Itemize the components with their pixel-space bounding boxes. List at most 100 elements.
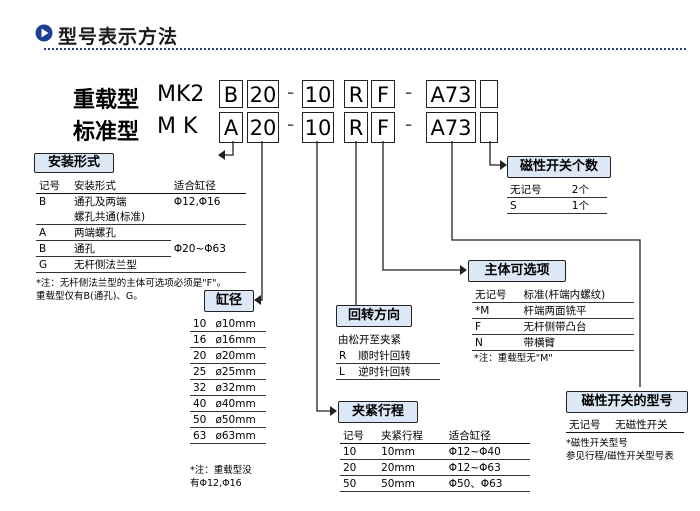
table-cell: *M (472, 302, 521, 319)
arrow-right-icon (330, 406, 337, 416)
table-cell: 20mm (378, 459, 446, 476)
table-cell: 无记号 (472, 287, 521, 303)
table-header: 安装形式 (70, 178, 171, 194)
table-cell (36, 209, 71, 225)
table-cell: 10 (190, 316, 213, 332)
table-cell: 标准(杆端内螺纹) (520, 287, 634, 303)
table-cell: 无记号 (507, 182, 569, 198)
dash: - (287, 80, 295, 104)
code-stroke-heavy: 10 (302, 80, 334, 108)
table-cell: 50 (340, 475, 379, 492)
table-cell: ø50mm (212, 411, 266, 428)
arrow-right-icon (460, 265, 467, 275)
table-cell: 32 (190, 379, 213, 396)
table-cell: Φ12,Φ16 (173, 195, 221, 208)
table-cell: 杆端两面铣平 (520, 302, 634, 319)
table-header: 夹紧行程 (378, 428, 446, 444)
dash: - (405, 112, 413, 136)
table-cell: R (336, 348, 356, 364)
table-cell: Φ20~Φ63 (170, 224, 246, 273)
table-cell: ø63mm (212, 427, 266, 444)
table-cell: 通孔及两端 (73, 196, 127, 208)
code-body-option-heavy: F (371, 80, 395, 108)
bore-note-1: *注：重载型没 (190, 465, 252, 476)
table-cell: ø20mm (212, 347, 266, 364)
bore-title: 缸径 (204, 290, 254, 312)
rotation-title: 回转方向 (336, 305, 412, 327)
table-cell: ø10mm (212, 316, 266, 332)
body-option-title: 主体可选项 (468, 260, 566, 282)
table-cell: 逆时针回转 (355, 363, 440, 380)
code-switch-count-standard (480, 112, 498, 143)
table-cell: 25 (190, 363, 213, 380)
table-cell: 10mm (378, 443, 446, 460)
standard-label: 标准型 (73, 120, 140, 145)
table-cell: G (36, 256, 71, 273)
table-cell: Φ50、Φ63 (445, 475, 530, 492)
code-rotation-standard: R (344, 112, 368, 143)
table-cell: ø40mm (212, 395, 266, 412)
table-cell: Φ12~Φ40 (445, 443, 530, 460)
switch-count-title: 磁性开关个数 (507, 156, 611, 178)
table-header: 适合缸径 (170, 178, 246, 194)
bore-note-2: 有Φ12,Φ16 (190, 478, 242, 489)
code-switch-count-heavy (480, 80, 498, 108)
code-mount-standard: A (219, 112, 243, 143)
table-cell: N (472, 334, 521, 351)
table-header: 适合缸径 (445, 428, 530, 444)
standard-prefix: M K (157, 114, 198, 139)
table-cell: 无杆侧带凸台 (520, 318, 634, 335)
table-cell: Φ12~Φ63 (445, 459, 530, 476)
rotation-subtitle: 由松开至夹紧 (338, 334, 401, 346)
body-option-note: *注：重载型无"M" (474, 353, 553, 364)
table-header: 记号 (340, 428, 379, 444)
table-cell: 螺孔共通(标准) (70, 209, 171, 225)
table-cell: 50 (190, 411, 213, 428)
header-divider (44, 48, 686, 50)
switch-model-note-1: *磁性开关型号 (566, 438, 628, 449)
dash: - (287, 112, 295, 136)
table-cell: 通孔 (70, 240, 171, 257)
arrow-right-icon (218, 150, 225, 160)
mount-title: 安装形式 (34, 153, 114, 173)
heavy-duty-label: 重载型 (73, 88, 140, 113)
mount-note-1: *注：无杆侧法兰型的主体可选项必须是"F"。 (36, 278, 226, 289)
table-cell: L (336, 363, 356, 380)
table-cell: ø32mm (212, 379, 266, 396)
table-cell: 两端螺孔 (70, 224, 171, 241)
switch-model-note-2: 参见行程/磁性开关型号表 (566, 451, 674, 462)
table-header: 记号 (36, 178, 71, 194)
table-cell (170, 209, 246, 225)
table-cell: 16 (190, 331, 213, 348)
code-stroke-standard: 10 (302, 112, 334, 143)
table-cell: 无杆侧法兰型 (70, 256, 171, 273)
stroke-title: 夹紧行程 (338, 401, 418, 423)
dash: - (405, 80, 413, 104)
table-cell: 无磁性开关 (612, 417, 684, 433)
code-switch-standard: A73 (426, 112, 476, 143)
table-cell: 带横臂 (520, 334, 634, 351)
code-body-option-standard: F (371, 112, 395, 143)
table-cell: 顺时针回转 (355, 348, 440, 364)
table-cell: 63 (190, 427, 213, 444)
code-bore-heavy: 20 (247, 80, 279, 108)
table-cell: B (36, 240, 71, 257)
code-mount-heavy: B (219, 80, 243, 108)
code-bore-standard: 20 (247, 112, 279, 143)
table-cell: S (507, 197, 569, 214)
code-switch-heavy: A73 (426, 80, 476, 108)
page-title: 型号表示方法 (58, 26, 179, 48)
arrow-right-icon (254, 295, 261, 305)
table-cell: 1个 (568, 197, 607, 214)
table-cell: ø16mm (212, 331, 266, 348)
table-cell: ø25mm (212, 363, 266, 380)
table-cell: B (39, 195, 47, 208)
table-cell: 20 (190, 347, 213, 364)
table-cell: 50mm (378, 475, 446, 492)
